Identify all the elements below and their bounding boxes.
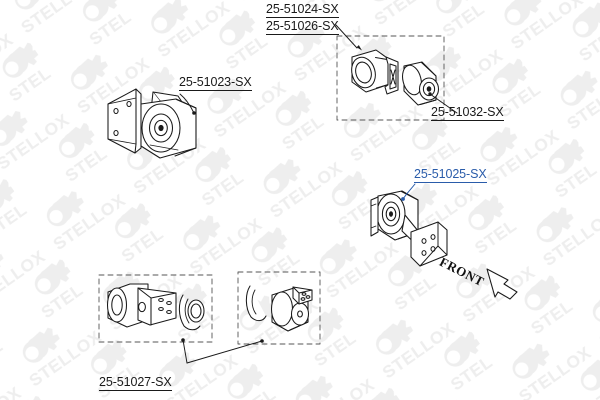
part-label-25-51032-sx[interactable]: 25-51032-SX bbox=[431, 105, 504, 121]
part-25-51024-26-drawing bbox=[351, 49, 399, 95]
group-box-bottom-left bbox=[98, 274, 213, 343]
part-25-51023-drawing bbox=[107, 88, 197, 159]
group-box-top-right bbox=[336, 35, 445, 121]
part-label-25-51024-sx[interactable]: 25-51024-SX bbox=[266, 2, 339, 18]
front-arrow-drawing bbox=[486, 268, 518, 300]
part-label-25-51025-sx[interactable]: 25-51025-SX bbox=[414, 167, 487, 183]
part-25-51027-left-drawing bbox=[106, 283, 205, 331]
part-25-51025-drawing bbox=[370, 190, 448, 267]
part-25-51032-drawing bbox=[402, 61, 440, 106]
group-box-bottom-middle bbox=[237, 271, 321, 345]
part-25-51027-right-drawing bbox=[245, 285, 313, 332]
part-label-25-51023-sx[interactable]: 25-51023-SX bbox=[179, 75, 252, 91]
part-label-25-51027-sx[interactable]: 25-51027-SX bbox=[99, 375, 172, 391]
part-label-25-51026-sx[interactable]: 25-51026-SX bbox=[266, 19, 339, 35]
